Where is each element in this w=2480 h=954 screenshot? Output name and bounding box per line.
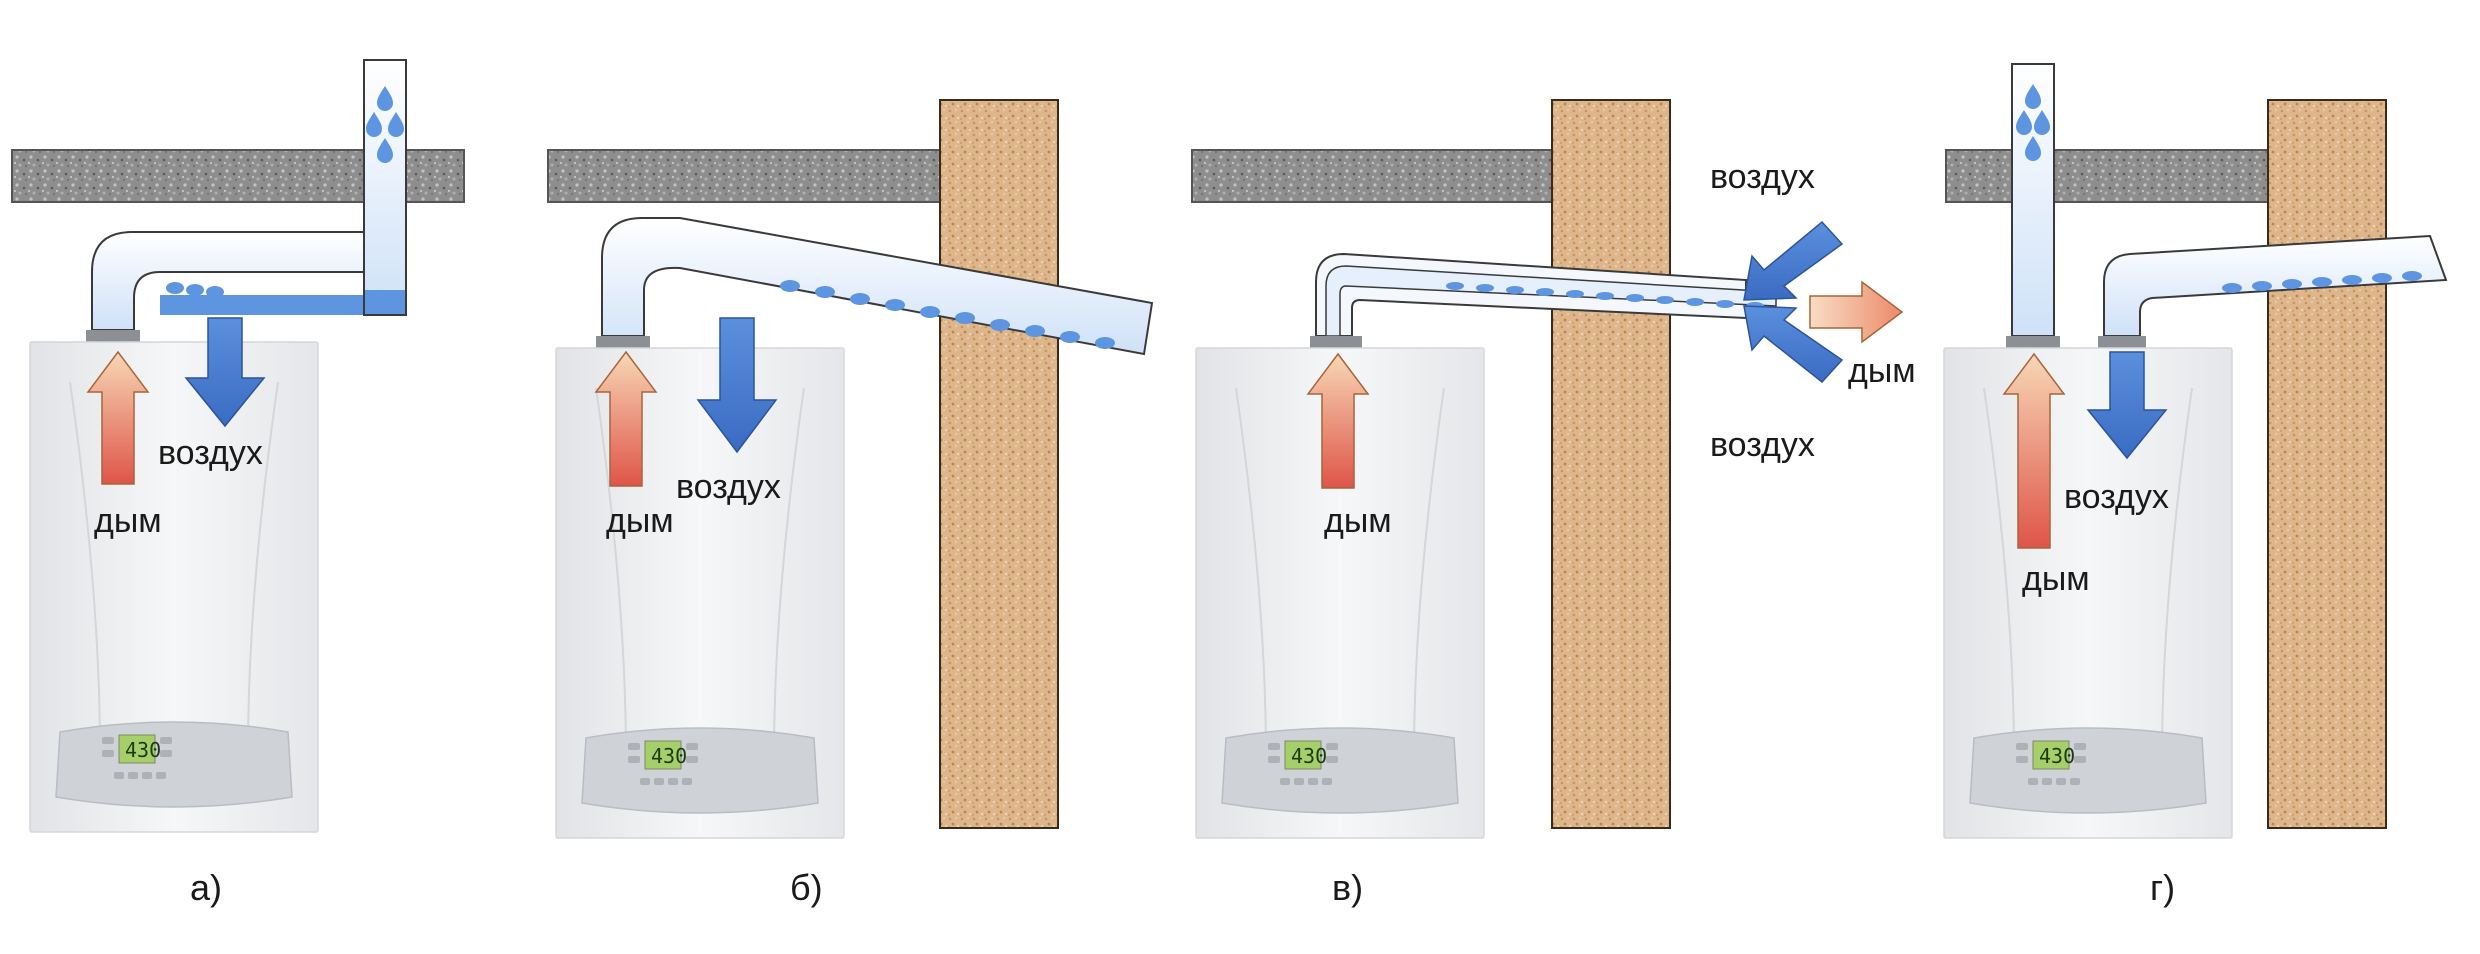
panel-caption: в) [1332,867,1363,908]
panel-v: воздух дым воздух дым в) [1191,99,1916,908]
pipe-icon [601,217,1154,356]
panel-caption: а) [190,867,222,908]
air-label: воздух [2064,478,2169,516]
smoke-label: дым [606,502,674,540]
air-arrow-icon [184,317,266,428]
wall-icon [1551,99,1671,829]
water-icon [780,280,1115,349]
air-label: воздух [158,434,263,472]
boiler-icon [555,347,845,839]
ceiling-slab-icon [547,149,941,203]
smoke-label: дым [1848,352,1916,390]
ceiling-slab-icon [1191,149,1553,203]
flue-collar [2006,336,2060,348]
flue-collar [86,330,140,342]
water-icon [160,295,406,315]
boiler-display: 430 [125,738,161,762]
air-arrow-icon [2086,351,2168,460]
panel-g: воздух дым г) [1943,63,2448,908]
boiler-display: 430 [651,744,687,768]
air-arrow-icon [1743,305,1844,384]
smoke-label: дым [1324,502,1392,540]
pipe-icon [2103,234,2448,337]
smoke-label: дым [94,502,162,540]
air-arrow-icon [1743,220,1844,301]
pipe-icon [91,231,365,331]
boiler-display: 430 [2039,744,2075,768]
flue-collar [596,336,650,348]
smoke-arrow-icon [1809,280,1904,344]
smoke-arrow-icon [1306,352,1370,489]
air-label: воздух [1710,158,1815,196]
flue-collar [2098,336,2146,348]
water-icon [2222,271,2422,293]
panel-b: воздух дым б) [547,99,1154,908]
smoke-label: дым [2022,560,2090,598]
smoke-arrow-icon [594,350,658,487]
wall-icon [939,99,1059,829]
panel-a: воздух дым а) [11,59,465,908]
flue-collar [1310,336,1362,348]
pipe-icon [1325,265,1777,337]
boiler-icon [29,341,319,833]
smoke-arrow-icon [2002,352,2066,549]
ceiling-slab-icon [1945,149,2269,203]
panel-caption: б) [790,867,823,908]
air-label: воздух [676,468,781,506]
air-label: воздух [1710,426,1815,464]
wall-icon [2267,99,2387,829]
air-arrow-icon [696,317,778,454]
smoke-arrow-icon [86,350,150,485]
boiler-display: 430 [1291,744,1327,768]
panel-caption: г) [2150,867,2175,908]
